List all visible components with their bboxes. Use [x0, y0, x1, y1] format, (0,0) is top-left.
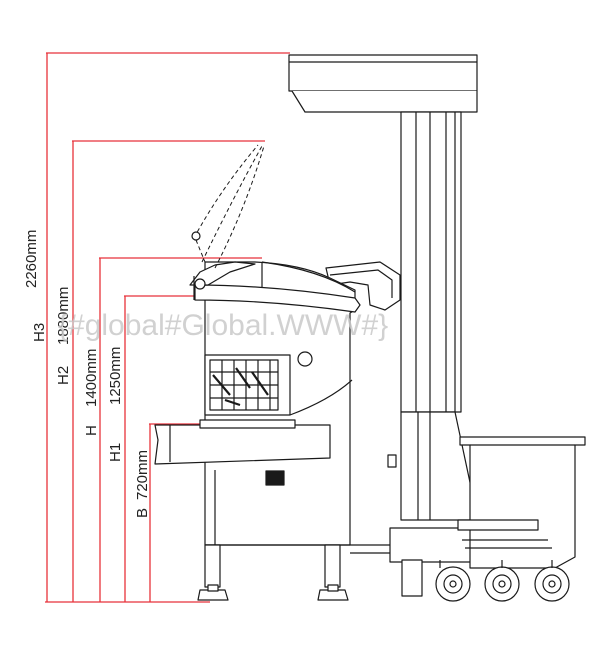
- h2-value-label: 1880mm: [55, 287, 72, 345]
- dimension-lines: [45, 52, 290, 603]
- h1-name-label: H1: [107, 443, 124, 462]
- lift-top-housing: [288, 54, 478, 113]
- watermark-text: {#global#Global.WWW#}: [58, 309, 388, 342]
- h3-value-label: 2260mm: [23, 230, 40, 288]
- lid-mechanism: [189, 261, 256, 300]
- lid-open-outline: [193, 144, 265, 269]
- h-value-label: 1400mm: [83, 349, 100, 407]
- dimension-labels: 2260mm H3 1880mm H2 1400mm H 1250mm H1 7…: [23, 230, 151, 518]
- mixing-bowl: [457, 436, 586, 569]
- h2-name-label: H2: [55, 366, 72, 385]
- machine-drawing: [154, 54, 586, 602]
- mixer-legs: [197, 544, 349, 601]
- h3-name-label: H3: [31, 323, 48, 342]
- b-name-label: B: [134, 508, 151, 518]
- lift-column: [400, 111, 462, 413]
- h-name-label: H: [83, 425, 100, 436]
- mixer-window: [209, 359, 279, 411]
- bowl-wheels: [435, 560, 570, 602]
- b-value-label: 720mm: [134, 450, 151, 500]
- mixer-body: [154, 261, 361, 546]
- h1-value-label: 1250mm: [107, 347, 124, 405]
